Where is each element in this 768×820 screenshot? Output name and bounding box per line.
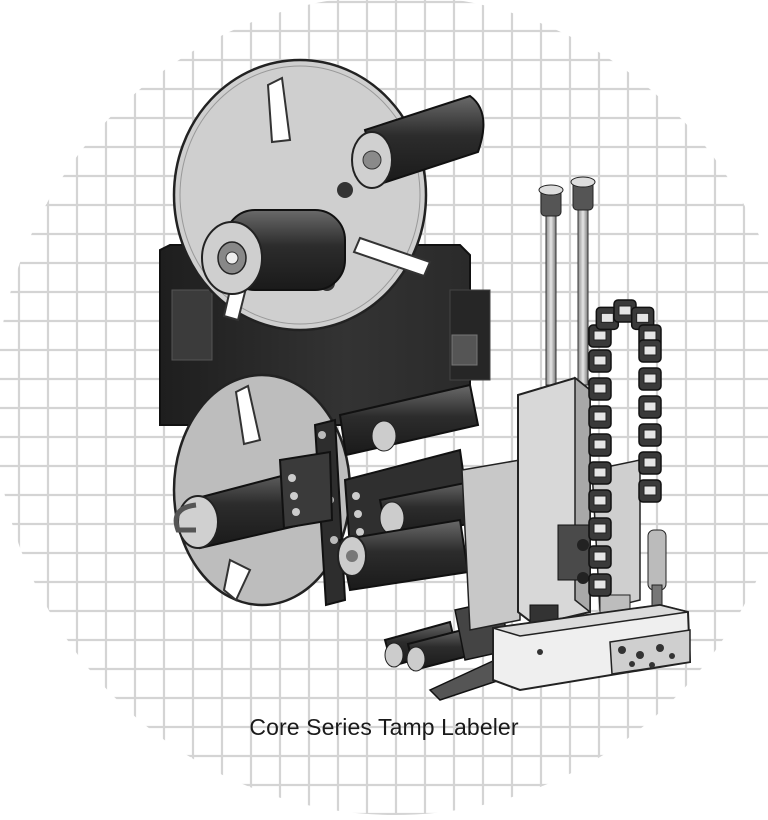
chain-link-window	[593, 467, 607, 478]
chain-link-window	[643, 457, 657, 468]
chain-link-window	[593, 355, 607, 366]
chain-link-window	[593, 523, 607, 534]
chain-link-window	[636, 312, 650, 323]
chain-link-window	[643, 345, 657, 356]
chain-link-window	[593, 551, 607, 562]
chain-link-window	[643, 330, 657, 341]
chain-link-window	[593, 495, 607, 506]
chain-link-window	[593, 439, 607, 450]
chain-link-window	[643, 373, 657, 384]
chain-link-window	[643, 485, 657, 496]
chain-link-window	[593, 383, 607, 394]
cable-chain	[588, 299, 662, 597]
supply-reel	[172, 58, 485, 332]
chain-link-window	[593, 330, 607, 341]
chain-link-window	[643, 429, 657, 440]
chain-link-window	[600, 312, 614, 323]
product-caption: Core Series Tamp Labeler	[249, 714, 519, 740]
chain-link-window	[643, 401, 657, 412]
tamp-cylinder	[492, 176, 692, 692]
chain-link-window	[618, 305, 632, 316]
roller-assembly	[278, 383, 521, 701]
chain-link-window	[593, 411, 607, 422]
chain-link-window	[593, 579, 607, 590]
